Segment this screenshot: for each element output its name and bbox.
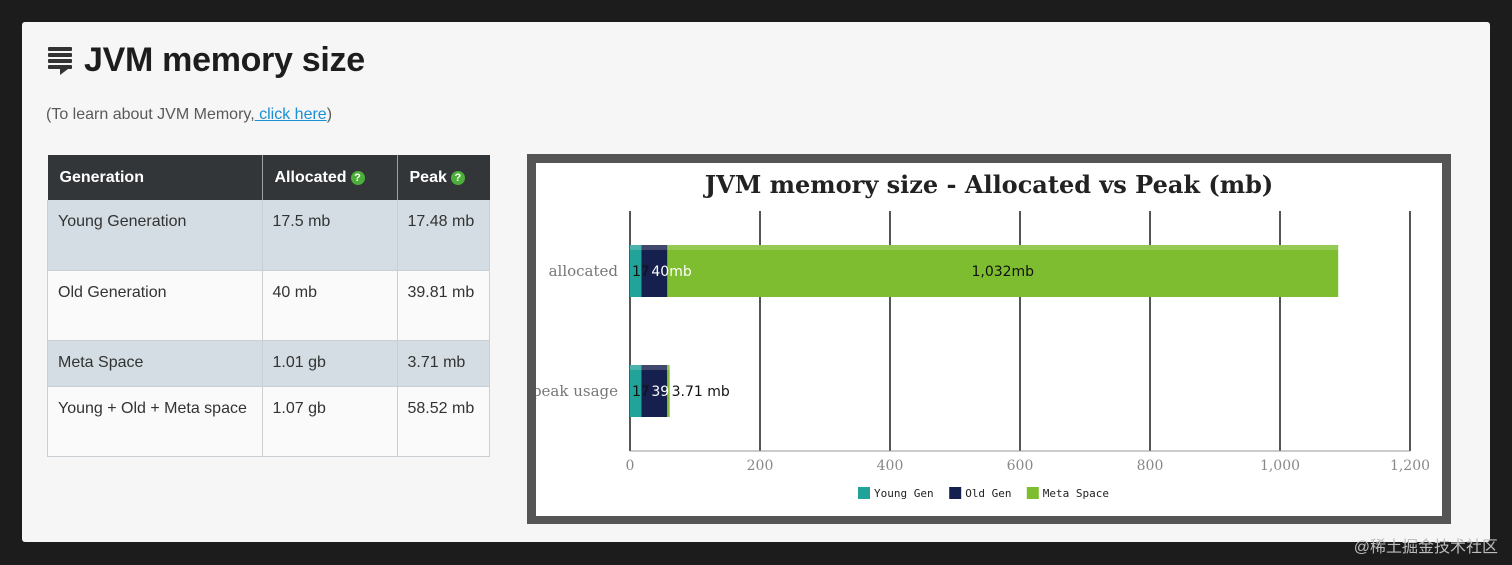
chart-frame: JVM memory size - Allocated vs Peak (mb)… bbox=[527, 154, 1451, 524]
chart-panel: JVM memory size - Allocated vs Peak (mb)… bbox=[532, 163, 1442, 516]
cell-allocated: 40 mb bbox=[262, 270, 398, 341]
intro-suffix: ) bbox=[326, 106, 333, 123]
legend-swatch bbox=[1026, 487, 1039, 499]
bar-young-gen bbox=[630, 245, 642, 297]
bar-highlight bbox=[667, 245, 1339, 250]
header-generation: Generation bbox=[47, 155, 263, 200]
x-tick-label: 0 bbox=[626, 458, 635, 474]
cell-allocated: 17.5 mb bbox=[262, 200, 398, 271]
bar-highlight bbox=[630, 365, 642, 370]
x-tick-label: 400 bbox=[877, 458, 904, 474]
data-label: 39.81 bbox=[651, 384, 691, 400]
bar-old-gen bbox=[641, 365, 668, 417]
table-header-row: Generation Allocated? Peak? bbox=[47, 155, 490, 200]
chart-title: JVM memory size - Allocated vs Peak (mb) bbox=[703, 170, 1274, 199]
cell-allocated: 1.07 gb bbox=[262, 386, 398, 457]
table-row: Old Generation 40 mb 39.81 mb bbox=[47, 270, 490, 341]
x-tick-label: 1,200 bbox=[1390, 458, 1430, 474]
stack-icon bbox=[48, 47, 72, 75]
data-label: 40mb bbox=[651, 264, 691, 280]
data-label: 1,032mb bbox=[971, 264, 1034, 280]
cell-peak: 17.48 mb bbox=[397, 200, 490, 271]
legend-label: Meta Space bbox=[1043, 487, 1109, 500]
bar-highlight bbox=[630, 245, 642, 250]
allocated-help-icon[interactable]: ? bbox=[350, 170, 365, 185]
x-tick-label: 600 bbox=[1007, 458, 1034, 474]
data-label: 17 bbox=[632, 384, 650, 400]
click-here-link[interactable]: click here bbox=[254, 106, 327, 123]
bar-highlight bbox=[641, 245, 668, 250]
watermark: @稀土掘金技术社区 bbox=[1353, 539, 1498, 556]
cell-peak: 58.52 mb bbox=[397, 386, 490, 457]
legend-swatch bbox=[949, 487, 962, 499]
table-row: Young + Old + Meta space 1.07 gb 58.52 m… bbox=[47, 386, 490, 457]
header-allocated: Allocated? bbox=[262, 155, 398, 200]
cell-generation: Young + Old + Meta space bbox=[47, 386, 263, 457]
x-tick-label: 200 bbox=[747, 458, 774, 474]
bar-highlight bbox=[641, 365, 668, 370]
table-row: Young Generation 17.5 mb 17.48 mb bbox=[47, 200, 490, 271]
cell-peak: 39.81 mb bbox=[397, 270, 490, 341]
category-label: allocated bbox=[549, 262, 619, 280]
x-tick-label: 800 bbox=[1137, 458, 1164, 474]
bar-meta-space bbox=[667, 245, 1339, 297]
data-label: 17 bbox=[632, 264, 650, 280]
intro-prefix: (To learn about JVM Memory, bbox=[46, 106, 255, 123]
cell-generation: Young Generation bbox=[47, 200, 263, 271]
bar-highlight bbox=[667, 365, 670, 370]
x-tick-label: 1,000 bbox=[1260, 458, 1300, 474]
legend-label: Old Gen bbox=[965, 487, 1011, 500]
header-peak: Peak? bbox=[397, 155, 490, 200]
category-label: peak usage bbox=[536, 382, 618, 400]
bar-meta-space bbox=[667, 365, 670, 417]
cell-allocated: 1.01 gb bbox=[262, 340, 398, 387]
intro-text: (To learn about JVM Memory, click here) bbox=[46, 106, 332, 124]
bar-old-gen bbox=[641, 245, 668, 297]
cell-generation: Old Generation bbox=[47, 270, 263, 341]
memory-table: Generation Allocated? Peak? Young Genera… bbox=[47, 155, 490, 457]
legend-label: Young Gen bbox=[874, 487, 934, 500]
cell-peak: 3.71 mb bbox=[397, 340, 490, 387]
page-title: JVM memory size bbox=[84, 40, 365, 79]
bar-young-gen bbox=[630, 365, 642, 417]
memory-bar-chart: JVM memory size - Allocated vs Peak (mb)… bbox=[532, 170, 1430, 500]
data-label: 3.71 mb bbox=[672, 384, 730, 400]
peak-help-icon[interactable]: ? bbox=[450, 170, 465, 185]
table-row: Meta Space 1.01 gb 3.71 mb bbox=[47, 340, 490, 387]
section-heading: JVM memory size bbox=[46, 38, 365, 82]
legend-swatch bbox=[858, 487, 870, 499]
memory-card: JVM memory size (To learn about JVM Memo… bbox=[22, 22, 1490, 542]
cell-generation: Meta Space bbox=[47, 340, 263, 387]
